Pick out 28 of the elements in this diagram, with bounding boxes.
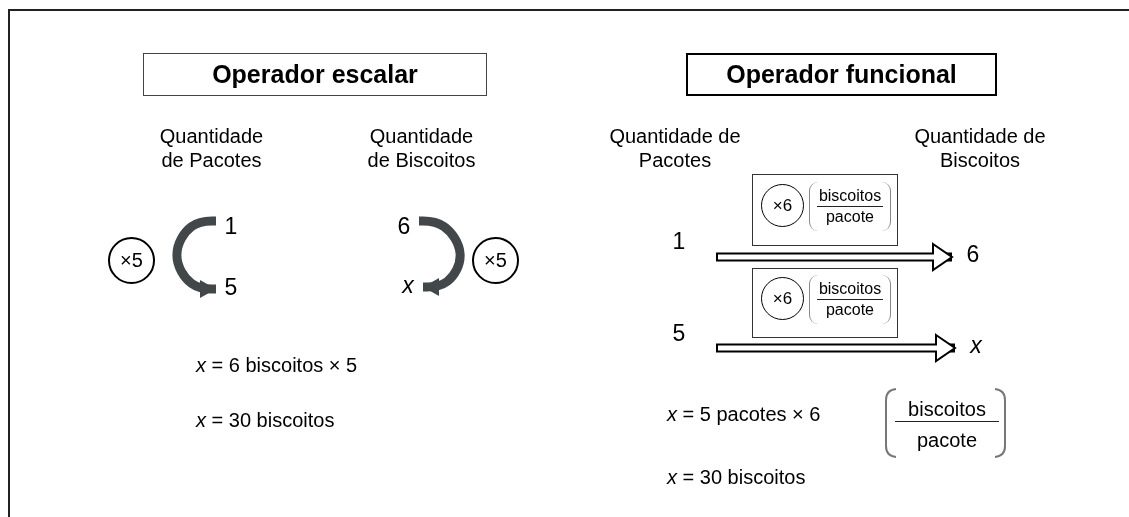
quantity-value: x	[961, 330, 991, 360]
column-heading: Quantidade de Biscoitos	[913, 124, 1047, 172]
denominator: pacote	[915, 428, 979, 452]
equation: x = 5 pacotes × 6	[667, 402, 822, 426]
heading-box: Operador escalar	[143, 53, 487, 96]
operator-box	[752, 174, 898, 246]
numerator: biscoitos	[816, 279, 884, 300]
operator-box	[752, 268, 898, 338]
column-heading: Quantidade de Biscoitos	[366, 124, 477, 172]
quantity-value: 1	[216, 211, 246, 241]
quantity-value: 6	[389, 211, 419, 241]
equation: x = 30 biscoitos	[667, 465, 807, 489]
column-heading: Quantidade de Pacotes	[608, 124, 742, 172]
equation: x = 6 biscoitos × 5	[196, 353, 359, 377]
denominator: pacote	[824, 207, 875, 227]
multiplier-circle: ×5	[472, 237, 519, 284]
heading-box: Operador funcional	[686, 53, 997, 96]
quantity-value: x	[393, 270, 423, 300]
quantity-value: 1	[664, 226, 694, 256]
multiplier-circle: ×5	[108, 237, 155, 284]
quantity-value: 5	[216, 272, 246, 302]
denominator: pacote	[824, 300, 875, 320]
quantity-value: 6	[958, 239, 988, 269]
numerator: biscoitos	[816, 186, 884, 207]
column-heading: Quantidade de Pacotes	[158, 124, 265, 172]
equation: x = 30 biscoitos	[196, 408, 336, 432]
numerator: biscoitos	[895, 397, 999, 422]
quantity-value: 5	[664, 318, 694, 348]
